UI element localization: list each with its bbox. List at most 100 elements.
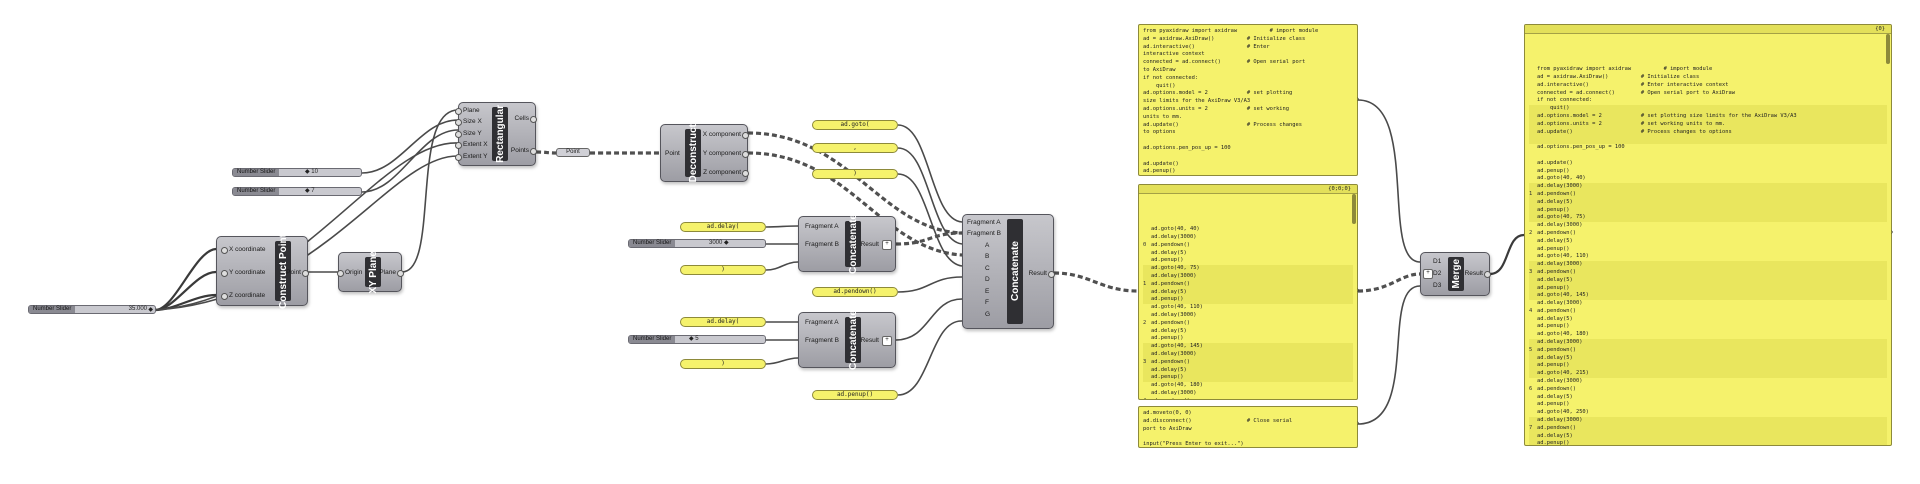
panel-row (1529, 152, 1887, 160)
row-text: ad.goto(40, 250) (1537, 409, 1589, 416)
deconstruct-point-component[interactable]: Point Deconstruct X component Y componen… (660, 124, 750, 182)
text-panel-penup[interactable]: ad.penup() (812, 390, 898, 400)
panel-script-header[interactable]: from pyaxidraw import axidraw # import m… (1138, 24, 1358, 176)
text-panel-delay2-close[interactable]: ) (680, 359, 766, 369)
construct-point-component[interactable]: X coordinate Y coordinate Z coordinate C… (216, 234, 309, 309)
row-text: ad.goto(40, 145) (1151, 343, 1203, 350)
panel-output-arrow-icon[interactable]: › (1357, 96, 1360, 103)
panel-output-arrow-icon[interactable]: › (1891, 229, 1894, 236)
port-extent-x[interactable]: Extent X (455, 141, 488, 149)
panel-scrollbar[interactable] (1886, 34, 1890, 64)
port-fragment-b[interactable]: Fragment B (967, 230, 1001, 237)
row-text: ad.pendown() (1537, 229, 1576, 236)
port-d3[interactable]: D3 (1433, 282, 1442, 289)
text-panel-delay-close[interactable]: ) (680, 265, 766, 275)
wire (535, 150, 557, 155)
port-points-out[interactable]: Points (510, 147, 538, 155)
port-result-out[interactable]: Result (1028, 270, 1056, 278)
port-f[interactable]: F (985, 299, 989, 306)
panel-row: ad.penup() (1143, 374, 1353, 383)
port-y-component[interactable]: Y component (702, 150, 750, 158)
panel-script-footer[interactable]: ad.moveto(0, 0) ad.disconnect() # Close … (1138, 406, 1358, 448)
port-a[interactable]: A (985, 242, 990, 249)
port-point-out[interactable]: Point (286, 269, 309, 277)
port-z-coordinate[interactable]: Z coordinate (220, 292, 266, 300)
number-slider-radius[interactable]: Number Slider 35.000 ◆ (28, 305, 156, 314)
port-result-out[interactable]: Result (860, 241, 879, 248)
text-panel-goto[interactable]: ad.goto( (812, 120, 898, 130)
port-fragment-a[interactable]: Fragment A (805, 223, 839, 230)
port-fragment-b[interactable]: Fragment B (805, 241, 839, 248)
port-g[interactable]: G (985, 311, 991, 318)
port-extent-y[interactable]: Extent Y (454, 153, 488, 161)
number-slider-delay[interactable]: Number Slider 3000 ◆ (628, 239, 766, 248)
port-b[interactable]: B (985, 253, 990, 260)
port-result-out[interactable]: Result (1464, 270, 1492, 278)
zoom-add-input-icon[interactable]: + (882, 240, 892, 250)
port-fragment-a[interactable]: Fragment A (967, 219, 1001, 226)
text-panel-delay-open[interactable]: ad.delay( (680, 222, 766, 232)
port-e[interactable]: E (985, 288, 990, 295)
xy-plane-component[interactable]: Origin XY Plane Plane (336, 251, 404, 293)
port-cells-out[interactable]: Cells (514, 115, 538, 123)
port-fragment-b[interactable]: Fragment B (805, 337, 839, 344)
port-origin[interactable]: Origin (336, 269, 363, 277)
zoom-add-input-icon[interactable]: + (882, 336, 892, 346)
panel-path-header: {0} (1525, 25, 1891, 34)
number-slider-count-x[interactable]: Number Slider ◆ 10 (232, 168, 362, 177)
number-slider-count-y[interactable]: Number Slider ◆ 7 (232, 187, 362, 196)
port-d2[interactable]: D2 (1433, 270, 1442, 277)
port-size-y[interactable]: Size Y (455, 130, 482, 138)
panel-row: ad.delay(3000) (1143, 272, 1353, 281)
row-text: ad.pendown() (1537, 424, 1576, 431)
concatenate-component-pen-delay[interactable]: Fragment A Fragment B Concatenate Result… (798, 310, 896, 370)
port-plane-out[interactable]: Plane (379, 269, 404, 277)
port-point-in[interactable]: Point (665, 150, 680, 157)
text-panel-comma[interactable]: , (812, 143, 898, 153)
zoom-add-input-icon[interactable]: + (1423, 269, 1433, 279)
panel-output-arrow-icon[interactable]: › (1357, 287, 1360, 294)
row-text: ad.delay(3000) (1537, 417, 1583, 424)
port-z-component[interactable]: Z component (703, 169, 749, 177)
port-d1[interactable]: D1 (1433, 258, 1442, 265)
merge-component[interactable]: D1 D2 D3 + Merge Result (1420, 252, 1492, 296)
text-panel-delay2-open[interactable]: ad.delay( (680, 317, 766, 327)
panel-scrollbar[interactable] (1352, 194, 1356, 224)
port-result-out[interactable]: Result (860, 337, 879, 344)
panel-row: ad.delay(5) (1529, 198, 1887, 207)
point-parameter[interactable]: Point (556, 148, 590, 157)
panel-output-arrow-icon[interactable]: › (1357, 420, 1360, 427)
component-title: Concatenate (845, 214, 861, 274)
panel-row: ad.penup() (1529, 323, 1887, 331)
port-d[interactable]: D (985, 276, 990, 283)
concatenate-component-main[interactable]: Fragment A Fragment B A B C D E F G Conc… (962, 214, 1056, 329)
port-y-coordinate[interactable]: Y coordinate (220, 269, 266, 277)
rectangular-grid-component[interactable]: Plane Size X Size Y Extent X Extent Y Re… (454, 102, 538, 166)
text-panel-close-paren[interactable]: ) (812, 169, 898, 179)
port-size-x[interactable]: Size X (455, 118, 482, 126)
panel-final-script[interactable]: {0} from pyaxidraw import axidraw # impo… (1524, 24, 1892, 446)
row-text: ad.goto(40, 180) (1537, 331, 1589, 338)
panel-row: ad.penup() (1143, 257, 1353, 265)
port-x-coordinate[interactable]: X coordinate (221, 246, 266, 254)
slider-label: Number Slider (233, 169, 280, 176)
text-panel-pendown[interactable]: ad.pendown() (812, 287, 898, 297)
port-fragment-a[interactable]: Fragment A (805, 319, 839, 326)
concatenate-component-delay[interactable]: Fragment A Fragment B Concatenate Result… (798, 214, 896, 274)
component-title: XY Plane (365, 251, 381, 293)
slider-value: ◆ 7 (305, 188, 315, 194)
port-c[interactable]: C (985, 265, 990, 272)
wire (897, 320, 963, 396)
row-text: ad.penup() (1537, 206, 1570, 213)
panel-row: ad.goto(40, 215) (1529, 370, 1887, 379)
number-slider-pen-delay[interactable]: Number Slider ◆ 5 (628, 335, 766, 344)
port-x-component[interactable]: X component (702, 131, 750, 139)
port-plane[interactable]: Plane (455, 107, 480, 115)
panel-row: ad.penup() (1529, 246, 1887, 254)
slider-grip-icon[interactable]: ◆ (148, 307, 153, 313)
